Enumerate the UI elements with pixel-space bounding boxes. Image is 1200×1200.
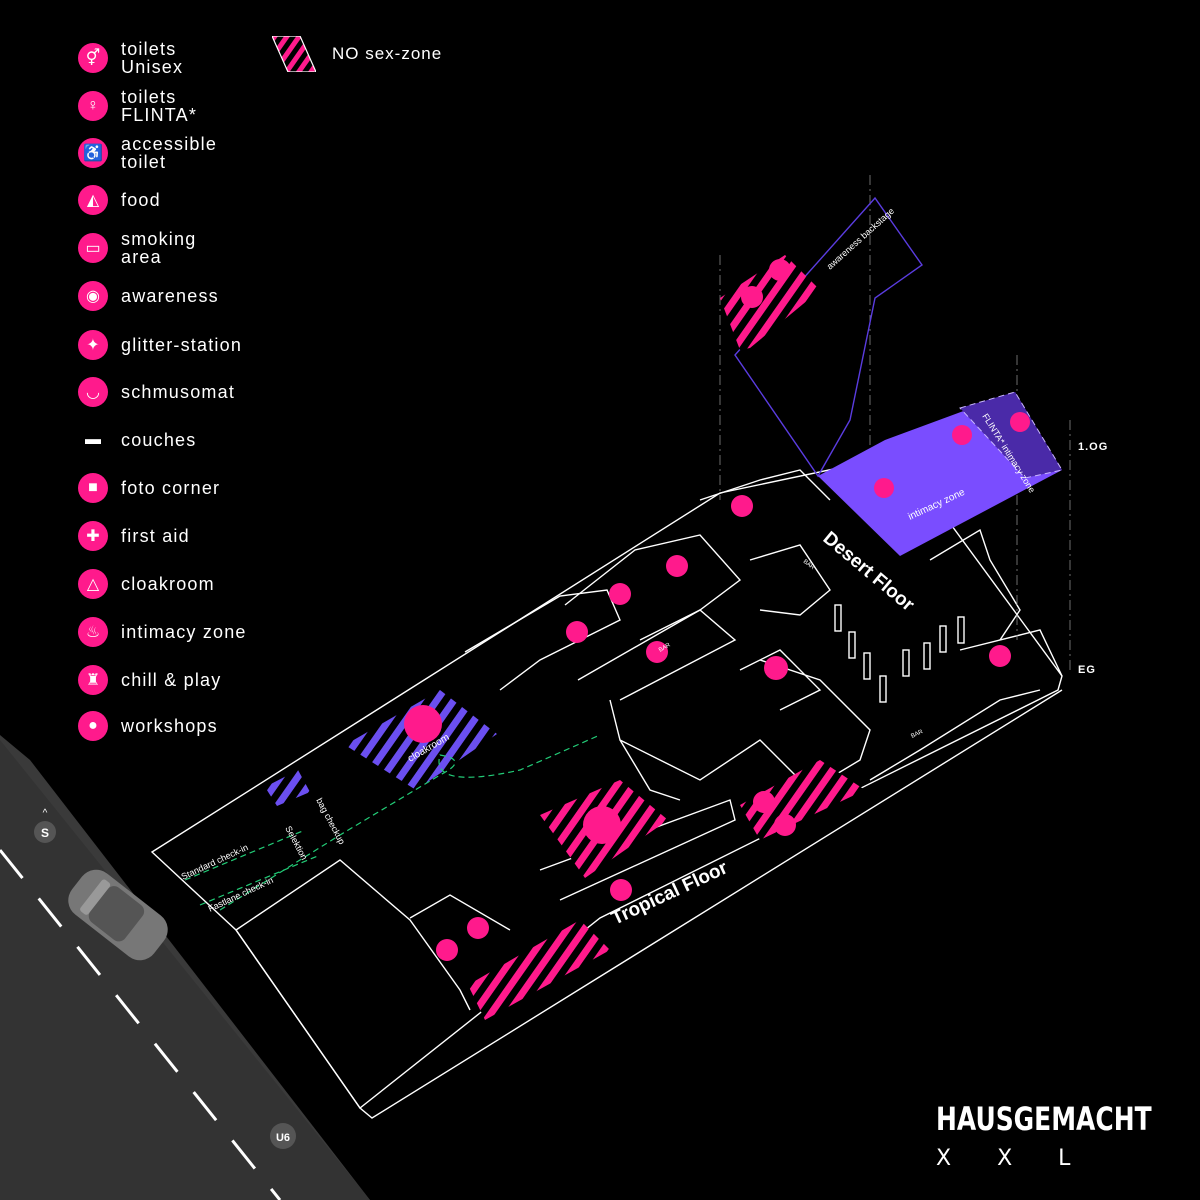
legend-label: awareness [121,286,219,306]
schmusomat-icon: ◡ [78,377,108,407]
food-icon: ◭ [78,185,108,215]
first-aid-icon: ✚ [78,521,108,551]
legend-label: glitter-station [121,335,243,355]
legend-item: ♨ intimacy zone [78,617,247,647]
u6-label: U6 [276,1132,290,1144]
legend-label: intimacy zone [121,622,247,642]
legend-label: smoking area [121,229,197,267]
standard-checkin-label: Standard check-in [180,842,250,882]
no-sex-zone-swatch-icon [272,36,316,72]
legend-item: ◭ food [78,185,161,215]
u6-stop-marker: U6 [270,1123,296,1149]
legend-label: chill & play [121,670,222,690]
legend-label: workshops [121,716,218,736]
legend-item: ♜ chill & play [78,665,221,695]
legend-item: ■ foto corner [78,473,220,503]
road: S ^ U6 [0,735,370,1200]
upper-no-sex-zone [720,255,820,350]
legend-item: ✦ glitter-station [78,330,242,360]
bar-label-1: BAR [802,559,816,572]
selektion-label: Selektion [283,824,309,861]
legend-item: ♿ accessible toilet [78,135,217,171]
legend-item: ◉ awareness [78,281,219,311]
legend-item: ◡ schmusomat [78,377,235,407]
brand-logo: HAUSGEMACHT XXL [936,1100,1152,1171]
svg-text:S: S [41,826,49,840]
entry-stripe-zone [265,770,310,806]
flinta-intimacy-zone-area [959,391,1063,479]
floor-label-ground: EG [1078,664,1096,676]
awareness-backstage-label: awareness backstage [825,206,896,272]
no-sex-zones [265,690,865,1020]
tropical-lounge-zone [468,920,610,1020]
bar-label-2: BAR [658,642,672,654]
legend-item: ▬ couches [78,425,196,455]
legend-label: accessible toilet [121,134,218,172]
toilets-unisex-icon: ⚥ [78,43,108,73]
legend-label: couches [121,430,197,450]
floor-label-upper: 1.OG [1078,441,1109,453]
metro-stop-marker: S ^ [34,808,56,843]
svg-text:^: ^ [43,808,48,819]
ground-floor [150,454,1063,1119]
chill-play-icon: ♜ [78,665,108,695]
fastlane-checkin-label: Fastlane check-in [207,875,275,914]
foto-corner-icon: ■ [78,473,108,503]
map-icons [404,259,1030,961]
legend-item: ⚥ toilets Unisex [78,40,183,76]
no-sex-zone-label: NO sex-zone [332,44,443,63]
brand-name: HAUSGEMACHT [936,1100,1152,1138]
bar-label-3: BAR [910,729,924,740]
bag-checkup-label: bag checkup [314,796,347,846]
legend-label: food [121,190,161,210]
legend-label: toilets FLINTA* [121,87,198,125]
smoking-area-icon: ▭ [78,233,108,263]
legend-item: ✚ first aid [78,521,190,551]
no-sex-zone-legend: NO sex-zone [272,36,442,72]
intimacy-zone-icon: ♨ [78,617,108,647]
toilets-flinta-icon: ♀ [78,91,108,121]
legend-label: foto corner [121,478,221,498]
glitter-station-icon: ✦ [78,330,108,360]
cloakroom-icon: △ [78,569,108,599]
glitter-zone [740,760,865,840]
legend-item: ♀ toilets FLINTA* [78,88,197,124]
accessible-toilet-icon: ♿ [78,138,108,168]
checkin-paths [184,734,601,911]
legend-label: toilets Unisex [121,39,184,77]
upper-floor [720,196,1063,556]
couches-icon: ▬ [85,431,101,448]
brand-sub: XXL [936,1146,1117,1171]
awareness-icon: ◉ [78,281,108,311]
legend-label: schmusomat [121,382,236,402]
legend-label: first aid [121,526,190,546]
legend-label: cloakroom [121,574,215,594]
legend-item: ▭ smoking area [78,230,196,266]
legend-item: ● workshops [78,711,218,741]
car [68,869,168,961]
workshops-icon: ● [78,711,108,741]
legend-item: △ cloakroom [78,569,215,599]
